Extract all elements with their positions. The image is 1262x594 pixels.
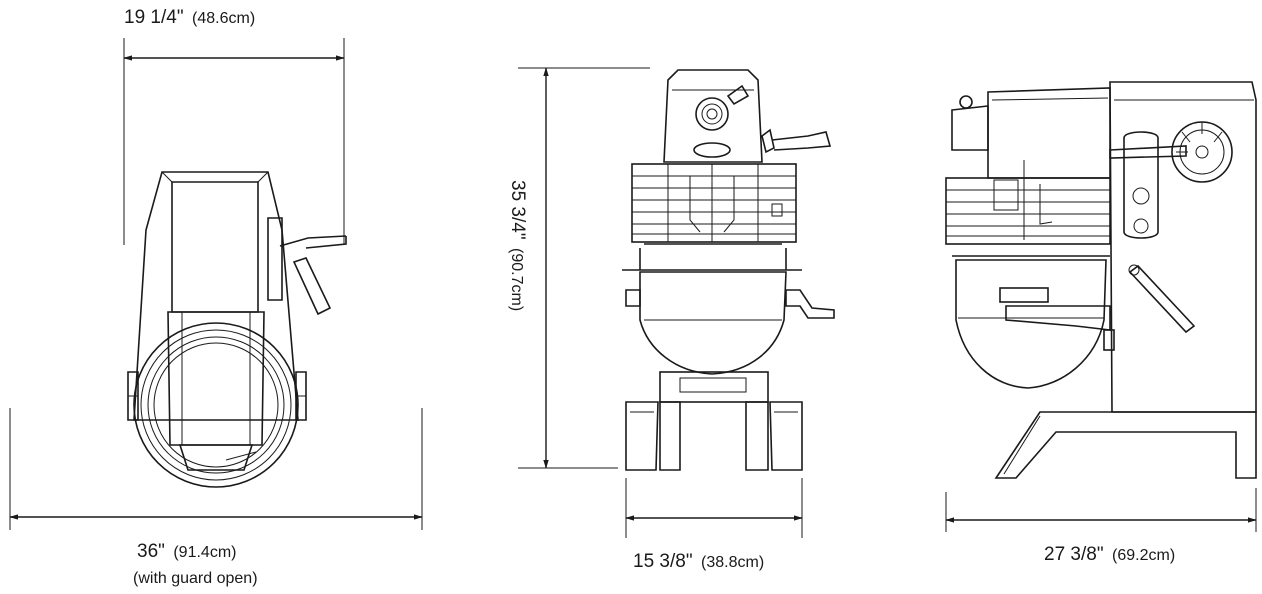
front-width-cm: (38.8cm) [701,554,764,571]
svg-text:27 3/8" (69.2cm): 27 3/8" (69.2cm) [1044,544,1175,565]
top-width-cm: (48.6cm) [192,10,255,27]
svg-text:19 1/4" (48.6cm): 19 1/4" (48.6cm) [124,7,255,28]
top-depth-dimension: 36" (91.4cm) (with guard open) [9,408,423,587]
top-depth-inches: 36" [137,541,165,562]
top-width-dimension: 19 1/4" (48.6cm) [123,7,345,245]
front-view: 35 3/4" (90.7cm) [507,67,835,572]
svg-text:35 3/4" (90.7cm): 35 3/4" (90.7cm) [507,180,528,311]
top-depth-cm: (91.4cm) [173,544,236,561]
front-width-dimension: 15 3/8" (38.8cm) [625,478,803,572]
svg-text:36" (91.4cm): 36" (91.4cm) [137,541,236,562]
side-depth-cm: (69.2cm) [1112,547,1175,564]
side-depth-inches: 27 3/8" [1044,544,1104,565]
front-height-inches: 35 3/4" [507,180,528,240]
top-view: 19 1/4" (48.6cm) [9,7,423,587]
svg-text:15 3/8" (38.8cm): 15 3/8" (38.8cm) [633,551,764,572]
top-width-inches: 19 1/4" [124,7,184,28]
front-width-inches: 15 3/8" [633,551,693,572]
side-view-outline [945,81,1257,479]
side-view: 27 3/8" (69.2cm) [945,81,1257,565]
front-height-cm: (90.7cm) [508,248,525,311]
front-view-outline [622,69,835,471]
side-depth-dimension: 27 3/8" (69.2cm) [945,488,1257,565]
front-height-dimension: 35 3/4" (90.7cm) [507,67,650,469]
top-depth-note: (with guard open) [133,570,258,587]
top-view-outline [127,171,347,488]
